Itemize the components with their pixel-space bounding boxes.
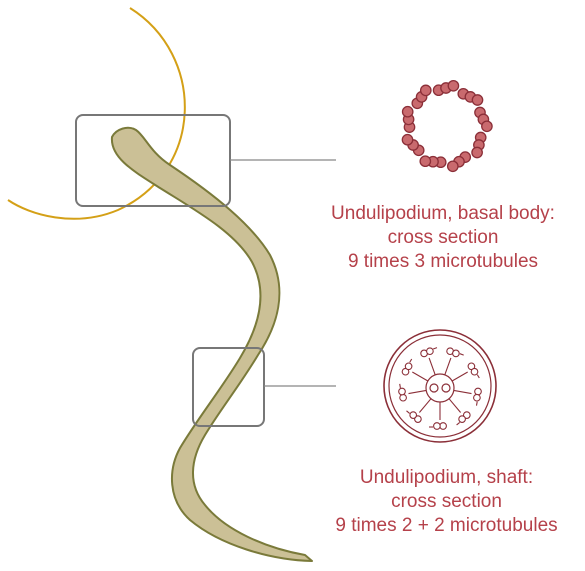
microtubule-triplet xyxy=(448,152,471,172)
microtubule xyxy=(405,363,412,370)
basal-body-caption-line-1: Undulipodium, basal body: xyxy=(298,202,585,226)
basal-body-cross-section xyxy=(402,81,492,172)
dynein-arm xyxy=(400,384,401,388)
microtubule xyxy=(420,156,430,166)
shaft-caption-line-3: 9 times 2 + 2 microtubules xyxy=(308,514,585,538)
radial-spoke xyxy=(419,399,431,413)
dynein-arm xyxy=(410,359,412,362)
dynein-arm xyxy=(477,375,479,378)
radial-spoke xyxy=(449,399,461,413)
basal-body-caption-line-3: 9 times 3 microtubules xyxy=(298,250,585,274)
dynein-arm xyxy=(407,411,410,414)
microtubule-doublet xyxy=(429,423,446,430)
microtubule xyxy=(440,423,447,430)
microtubule xyxy=(472,95,482,105)
radial-spoke xyxy=(452,372,468,381)
microtubule xyxy=(410,412,417,419)
microtubule xyxy=(472,147,482,157)
dynein-arm xyxy=(477,402,478,406)
undulipodium-body xyxy=(112,128,312,561)
microtubule-triplet xyxy=(472,132,486,157)
microtubule-triplet xyxy=(475,107,492,131)
shaft-caption: Undulipodium, shaft: cross section 9 tim… xyxy=(308,466,585,538)
microtubule-triplet xyxy=(458,89,483,106)
microtubule-triplet xyxy=(403,107,415,133)
microtubule xyxy=(403,107,413,117)
shaft-caption-line-1: Undulipodium, shaft: xyxy=(308,466,585,490)
microtubule xyxy=(427,348,434,355)
microtubule xyxy=(448,81,458,91)
basal-body-caption: Undulipodium, basal body: cross section … xyxy=(298,202,585,274)
microtubule-triplet xyxy=(433,81,458,96)
central-microtubule xyxy=(442,384,450,392)
microtubule xyxy=(482,121,492,131)
microtubule xyxy=(448,161,458,171)
dynein-arm xyxy=(460,354,464,355)
shaft-inner-membrane xyxy=(389,335,491,437)
radial-spoke xyxy=(445,358,451,375)
microtubule-triplet xyxy=(402,135,424,156)
microtubule xyxy=(459,416,466,423)
microtubule xyxy=(475,388,482,395)
microtubule xyxy=(400,394,407,401)
central-microtubule xyxy=(430,384,438,392)
radial-spoke xyxy=(454,390,472,393)
dynein-arm xyxy=(433,348,437,349)
microtubule xyxy=(421,85,431,95)
microtubule-doublet xyxy=(457,412,471,425)
microtubule-triplet xyxy=(420,156,446,167)
shaft-caption-line-2: cross section xyxy=(308,490,585,514)
microtubule xyxy=(474,394,481,401)
microtubule xyxy=(453,350,460,357)
microtubule xyxy=(399,388,406,395)
shaft-cross-section xyxy=(384,330,496,442)
dynein-arm xyxy=(457,422,460,425)
microtubule-doublet xyxy=(402,359,412,375)
radial-spoke xyxy=(412,372,428,381)
microtubule-doublet xyxy=(468,363,479,378)
microtubule-doublet xyxy=(407,411,422,423)
microtubule-doublet xyxy=(399,384,407,401)
microtubule-triplet xyxy=(412,85,431,108)
radial-spoke xyxy=(429,358,435,375)
microtubule xyxy=(471,368,478,375)
microtubule-doublet xyxy=(447,348,464,357)
microtubule xyxy=(402,135,412,145)
microtubule-doublet xyxy=(421,348,437,357)
basal-body-caption-line-2: cross section xyxy=(298,226,585,250)
microtubule-doublet xyxy=(474,388,482,405)
radial-spoke xyxy=(409,390,427,393)
microtubule xyxy=(434,423,441,430)
